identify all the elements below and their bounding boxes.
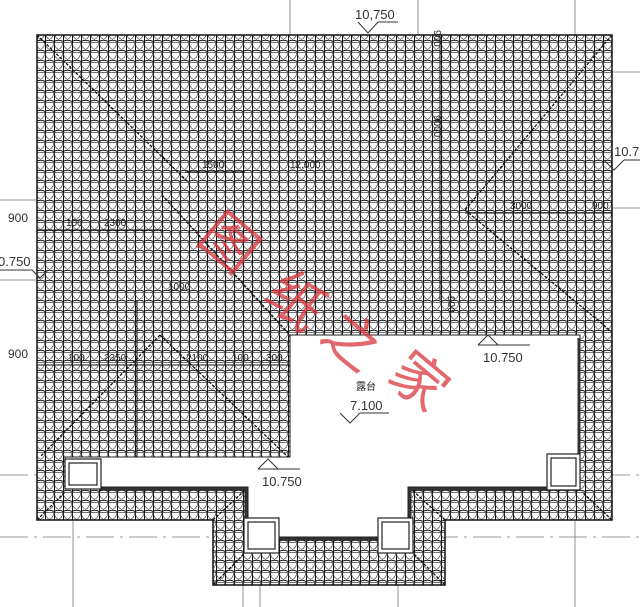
dim-left-lower-d: 100 bbox=[232, 353, 249, 364]
dim-mid-small: 1000 bbox=[168, 282, 191, 293]
dim-left-lower-a: 100 bbox=[68, 353, 85, 364]
level-lower-left: 10.750 bbox=[262, 474, 302, 489]
dim-left-lower: 900 bbox=[8, 347, 28, 361]
level-markers bbox=[0, 21, 640, 470]
dim-left-lower-b: 2350 bbox=[104, 353, 127, 364]
dim-center-vertical: 9000 bbox=[431, 115, 442, 138]
ridge-lines bbox=[36, 34, 613, 586]
dim-right-a: 3000 bbox=[510, 201, 533, 212]
chimneys bbox=[64, 453, 581, 554]
level-right: 10.7 bbox=[614, 144, 639, 159]
dim-center-vertical-lower: 900 bbox=[445, 296, 456, 313]
gutters bbox=[100, 338, 581, 541]
dim-upper-mid-a: 1500 bbox=[202, 160, 225, 171]
dim-left-upper-a: 100 bbox=[66, 218, 83, 229]
level-terrace-edge: 10.750 bbox=[483, 350, 523, 365]
terrace-label: 露台 bbox=[356, 380, 376, 393]
level-top: 10,750 bbox=[355, 7, 395, 22]
dim-left-upper-b: 2300 bbox=[104, 218, 127, 229]
dim-left-lower-e: 300 bbox=[266, 353, 283, 364]
dimension-lines bbox=[37, 35, 612, 457]
level-terrace: 7.100 bbox=[350, 398, 383, 413]
dim-top-vertical: 900 bbox=[431, 30, 442, 47]
dim-right-b: 900 bbox=[592, 201, 609, 212]
dim-left-lower-c: 2100 bbox=[186, 353, 209, 364]
dim-upper-mid-b: 12.000 bbox=[290, 160, 321, 171]
level-left: 0.750 bbox=[0, 254, 31, 269]
dim-left-upper: 900 bbox=[8, 211, 28, 225]
